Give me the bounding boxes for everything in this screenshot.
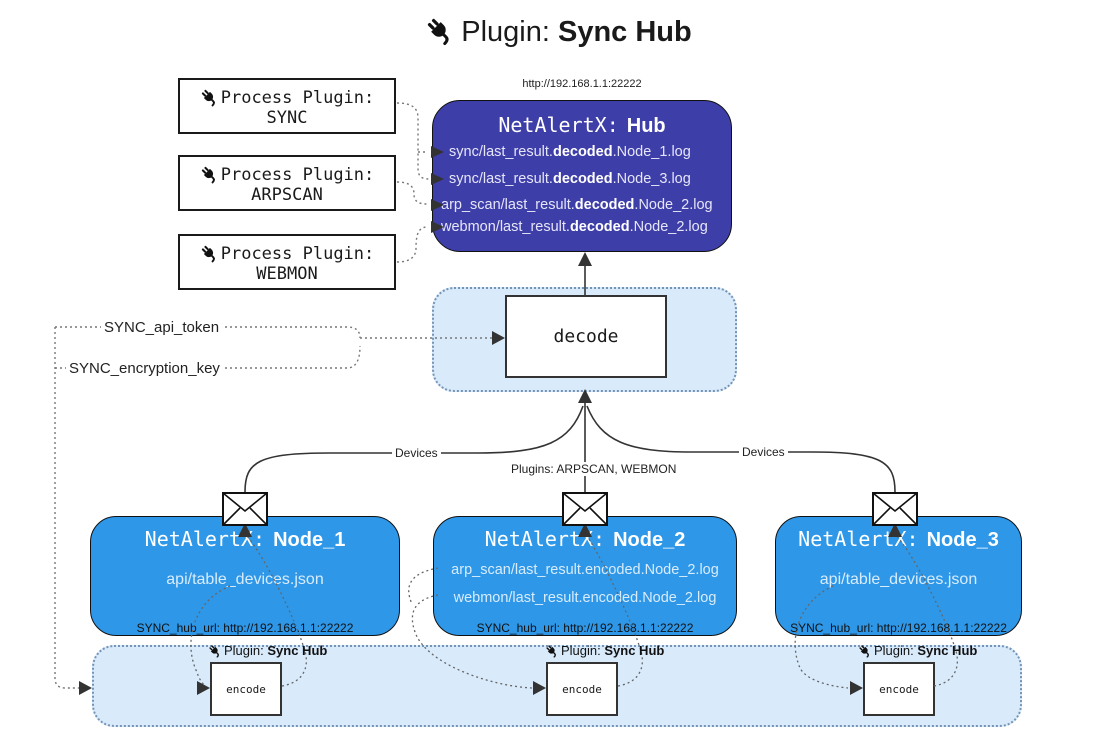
hub-log-line: sync/last_result.decoded.Node_3.log — [449, 171, 691, 187]
encoder-plugin-label: Plugin: Sync Hub — [208, 643, 327, 658]
process-plugin-sync: Process Plugin: SYNC — [178, 78, 396, 134]
plug-icon — [199, 88, 219, 107]
node-2: NetAlertX:Node_2 arp_scan/last_result.en… — [433, 516, 737, 636]
node-title: NetAlertX:Node_3 — [798, 527, 999, 551]
node-hub-url: SYNC_hub_url: http://192.168.1.1:22222 — [790, 621, 1007, 635]
page-title: Plugin: Sync Hub — [0, 16, 1117, 49]
encode-box: encode — [546, 662, 618, 716]
edge-label-devices-left: Devices — [392, 446, 441, 460]
node-file: webmon/last_result.encoded.Node_2.log — [453, 590, 717, 606]
process-plugin-label: Process Plugin: — [220, 244, 375, 264]
encode-box: encode — [863, 662, 935, 716]
process-plugin-name: ARPSCAN — [251, 185, 323, 205]
node-file: api/table_devices.json — [166, 571, 324, 588]
plug-icon — [545, 644, 559, 658]
title-bold: Sync Hub — [557, 16, 692, 48]
node-3: NetAlertX:Node_3 api/table_devices.json … — [775, 516, 1022, 636]
title-prefix: Plugin: — [461, 16, 550, 48]
encoder-plugin-label: Plugin: Sync Hub — [545, 643, 664, 658]
process-plugin-webmon: Process Plugin: WEBMON — [178, 234, 396, 290]
encode-box: encode — [210, 662, 282, 716]
hub-log-line: sync/last_result.decoded.Node_1.log — [449, 144, 691, 160]
plug-icon — [858, 644, 872, 658]
process-plugin-label: Process Plugin: — [220, 88, 375, 108]
hub-log-line: webmon/last_result.decoded.Node_2.log — [441, 219, 708, 235]
hub-log-line: arp_scan/last_result.decoded.Node_2.log — [441, 197, 713, 213]
sync-encryption-key-label: SYNC_encryption_key — [66, 360, 223, 377]
process-plugin-name: WEBMON — [256, 264, 318, 284]
plug-icon — [425, 16, 456, 46]
process-plugin-name: SYNC — [266, 108, 308, 128]
plug-icon — [208, 644, 222, 658]
edge-label-devices-right: Devices — [739, 445, 788, 459]
node-hub-url: SYNC_hub_url: http://192.168.1.1:22222 — [136, 621, 354, 635]
edge-label-plugins: Plugins: ARPSCAN, WEBMON — [508, 462, 680, 476]
node-title: NetAlertX:Node_2 — [484, 527, 686, 551]
node-title: NetAlertX:Node_1 — [144, 527, 346, 551]
decode-box: decode — [505, 295, 667, 378]
node-file: arp_scan/last_result.encoded.Node_2.log — [451, 562, 719, 578]
node-1: NetAlertX:Node_1 api/table_devices.json … — [90, 516, 400, 636]
hub-node: NetAlertX:Hub sync/last_result.decoded.N… — [432, 100, 732, 252]
sync-api-token-label: SYNC_api_token — [101, 319, 223, 336]
process-plugin-arpscan: Process Plugin: ARPSCAN — [178, 155, 396, 211]
node-hub-url: SYNC_hub_url: http://192.168.1.1:22222 — [476, 621, 694, 635]
hub-url-label: http://192.168.1.1:22222 — [522, 78, 642, 90]
plug-icon — [199, 165, 219, 184]
hub-title: NetAlertX:Hub — [498, 113, 666, 137]
node-file: api/table_devices.json — [819, 571, 978, 588]
plug-icon — [199, 244, 219, 263]
encoder-plugin-label: Plugin: Sync Hub — [858, 643, 977, 658]
process-plugin-label: Process Plugin: — [220, 165, 375, 185]
